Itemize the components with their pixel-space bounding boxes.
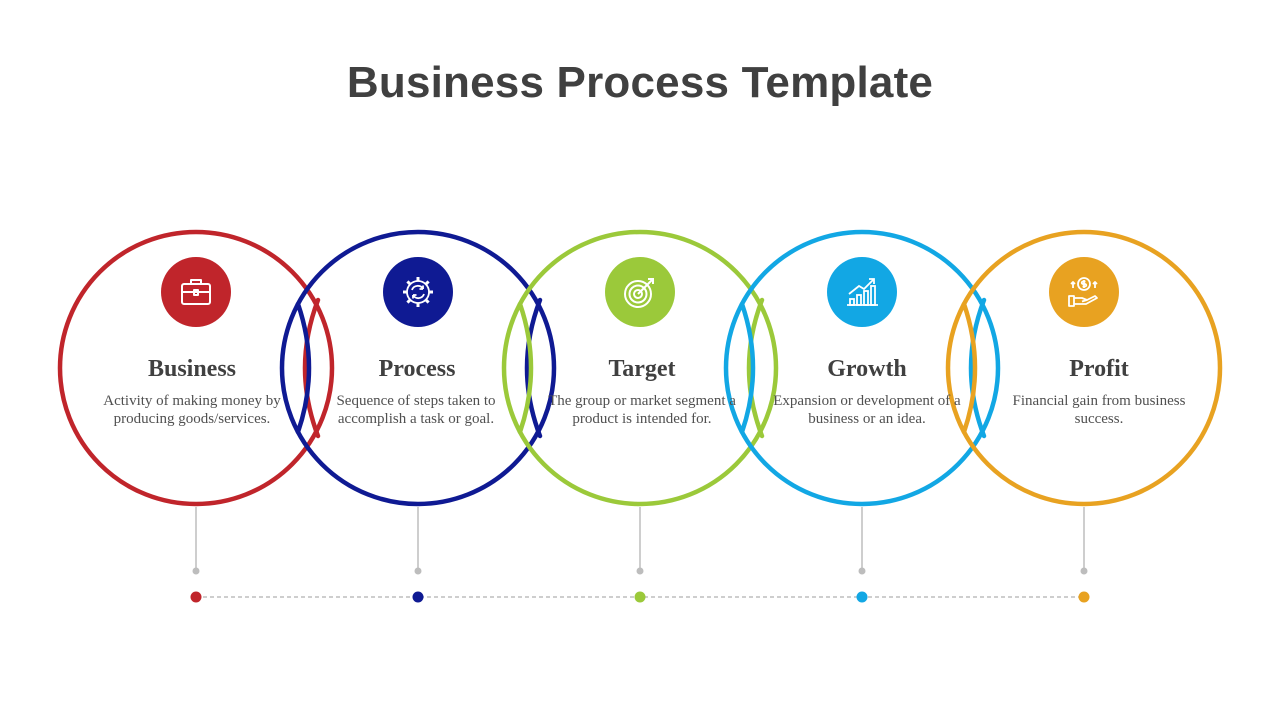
- step-desc-growth: Expansion or development of a business o…: [773, 393, 961, 427]
- growth-badge: [827, 257, 897, 327]
- timeline-dot-process: [412, 591, 424, 603]
- step-desc-target: The group or market segment a product is…: [548, 393, 736, 427]
- business-badge: [161, 257, 231, 327]
- connector-stems: [195, 507, 1085, 570]
- timeline-dot-business: [190, 591, 202, 603]
- ring-growth: [723, 229, 1001, 507]
- ring-process: [279, 229, 557, 507]
- ring-profit: [945, 229, 1223, 507]
- ring-target: [501, 229, 779, 507]
- step-heading-process: Process: [378, 356, 456, 382]
- profit-hand-icon: [1068, 277, 1098, 307]
- step-heading-business: Business: [147, 356, 237, 382]
- timeline-dot-target: [634, 591, 646, 603]
- stem-dots: [192, 567, 1088, 575]
- ring-business: [57, 229, 335, 507]
- timeline-dot-growth: [856, 591, 868, 603]
- step-heading-profit: Profit: [1069, 356, 1129, 382]
- step-desc-process: Sequence of steps taken to accomplish a …: [336, 393, 496, 427]
- process-badge: [383, 257, 453, 327]
- growth-chart-icon: [847, 278, 878, 306]
- step-heading-target: Target: [608, 356, 676, 382]
- briefcase-icon: [181, 279, 211, 305]
- step-heading-growth: Growth: [827, 356, 907, 382]
- timeline-dot-profit: [1078, 591, 1090, 603]
- target-icon: [624, 278, 654, 308]
- step-desc-profit: Financial gain from business success.: [1012, 393, 1186, 427]
- slide-title: Business Process Template: [346, 58, 934, 107]
- profit-badge: [1049, 257, 1119, 327]
- interlock-accents: [295, 297, 987, 439]
- target-badge: [605, 257, 675, 327]
- gear-cycle-icon: [403, 277, 433, 307]
- step-desc-business: Activity of making money by producing go…: [103, 393, 281, 427]
